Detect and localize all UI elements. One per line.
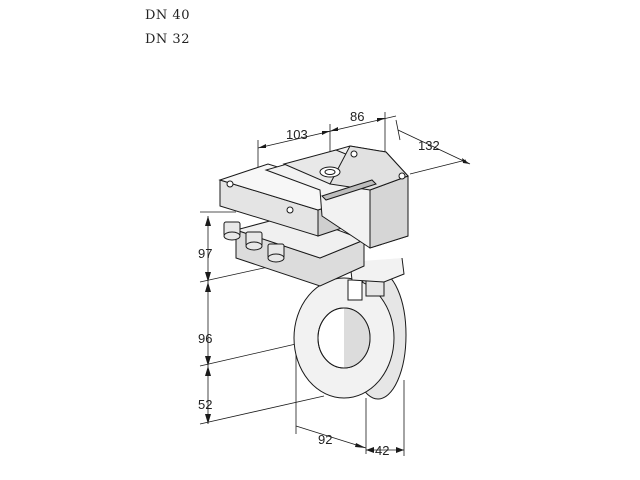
- dim-97: 97: [198, 246, 212, 261]
- variant-dn32: DN 32: [145, 32, 190, 47]
- variant-dn40: DN 40: [145, 8, 190, 23]
- dim-42: 42: [375, 443, 389, 458]
- housing: [218, 145, 409, 287]
- flow-tube: [293, 257, 407, 400]
- dimension-lines: [199, 112, 471, 456]
- dim-132: 132: [418, 138, 440, 153]
- dim-52: 52: [198, 397, 212, 412]
- dim-96: 96: [198, 331, 212, 346]
- dim-92: 92: [318, 432, 332, 447]
- dim-103: 103: [286, 127, 308, 142]
- dim-86: 86: [350, 109, 364, 124]
- dimension-arrows: [205, 118, 470, 453]
- cable-glands: [223, 221, 285, 263]
